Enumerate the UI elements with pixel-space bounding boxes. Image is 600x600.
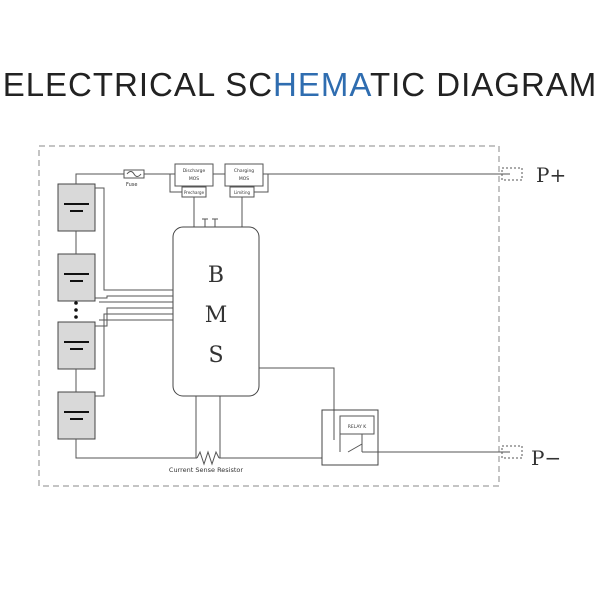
charging-mos-label-1: Charging — [234, 168, 254, 174]
battery-cell-1 — [57, 183, 96, 232]
relay-control-wire — [259, 367, 335, 412]
balance-wires — [95, 187, 173, 397]
bms-label-m: M — [205, 303, 228, 328]
discharge-mos-box — [174, 163, 214, 187]
connector-icon — [501, 167, 523, 459]
battery-cell-2 — [57, 253, 96, 302]
relay-box — [321, 409, 379, 466]
discharge-mos-label-2: MOS — [189, 176, 199, 182]
fuse-icon — [123, 169, 145, 179]
cell-top-wire — [75, 173, 124, 184]
cell-continuation-dots — [74, 301, 78, 319]
relay-label: RELAY K — [348, 424, 367, 430]
title-part-2: TIC DIAGRAM — [369, 66, 598, 103]
p-minus-label: P− — [531, 446, 561, 470]
bms-label-s: S — [208, 343, 223, 368]
precharge-label: Precharge — [184, 190, 205, 195]
sensor-pins — [202, 218, 218, 227]
battery-cell-3 — [57, 321, 96, 370]
limiting-label: Limiting — [234, 190, 251, 195]
battery-cell-4 — [57, 391, 96, 440]
resistor-icon — [196, 450, 220, 466]
relay-icon — [333, 412, 375, 453]
negative-bus-left — [75, 439, 197, 459]
charging-mos-label-2: MOS — [239, 176, 249, 182]
bms-label-b: B — [208, 263, 224, 288]
precharge-bypass-wire — [169, 174, 182, 193]
discharge-mos-label-1: Discharge — [183, 168, 206, 174]
title-accent: HEMA — [273, 66, 370, 103]
page-title: ELECTRICAL SCHEMATIC DIAGRAM — [0, 66, 600, 104]
charging-mos-box — [224, 163, 264, 187]
p-plus-label: P+ — [536, 163, 566, 187]
fuse-label: Fuse — [126, 182, 137, 188]
enclosure-boundary — [38, 145, 500, 487]
title-part-1: ELECTRICAL SC — [2, 66, 274, 103]
bms-block — [172, 226, 260, 397]
current-sense-label: Current Sense Resistor — [169, 466, 244, 474]
limiting-bypass-wire — [254, 174, 269, 193]
